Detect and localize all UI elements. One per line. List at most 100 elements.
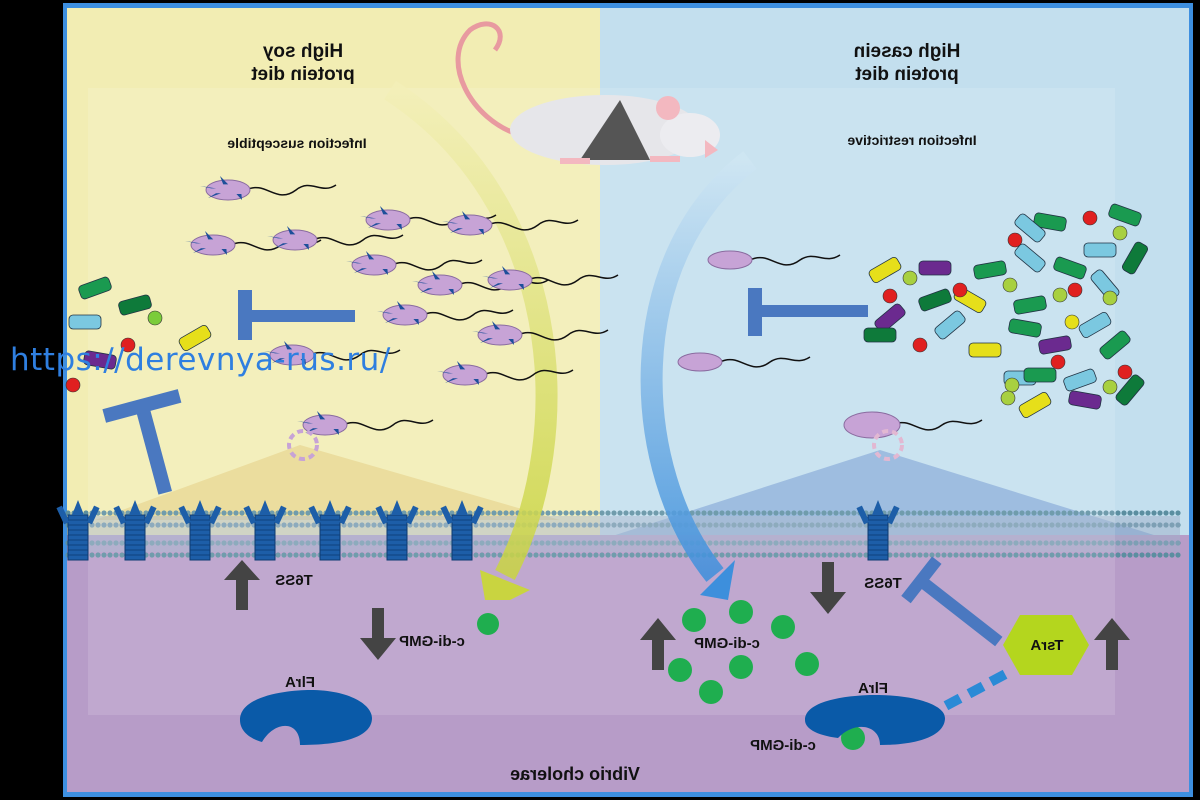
- vibrio-bacterium-icon: [264, 341, 401, 366]
- tsra-icon: [1003, 615, 1089, 675]
- lipid: [299, 552, 305, 558]
- right-flow-arrow: [640, 151, 757, 582]
- lipid: [497, 510, 503, 516]
- lipid: [929, 510, 935, 516]
- lipid: [785, 510, 791, 516]
- left-title-1: High soy: [262, 41, 343, 62]
- lipid: [1127, 510, 1133, 516]
- lipid: [635, 510, 641, 516]
- right-title-2: protein diet: [855, 64, 959, 85]
- lipid: [479, 552, 485, 558]
- left-subtitle: Infection susceptible: [227, 135, 366, 151]
- lipid: [359, 552, 365, 558]
- vibrio-bacterium-icon: [707, 250, 841, 270]
- lipid: [959, 552, 965, 558]
- t6ss-channel-icon: [56, 500, 100, 561]
- commensal-bacterium-icon: [918, 260, 952, 276]
- lipid: [713, 552, 719, 558]
- lipid: [671, 552, 677, 558]
- lipid: [743, 510, 749, 516]
- commensal-bacterium-icon: [1122, 241, 1148, 275]
- left-t6ss-label: T6SS: [275, 572, 313, 589]
- lipid: [797, 552, 803, 558]
- lipid: [437, 510, 443, 516]
- lipid: [563, 510, 569, 516]
- lipid: [233, 552, 239, 558]
- commensal-coccus-icon: [1082, 210, 1098, 226]
- lipid: [785, 552, 791, 558]
- lipid: [1091, 510, 1097, 516]
- lipid: [545, 552, 551, 558]
- lipid: [1103, 552, 1109, 558]
- commensal-bacterium-icon: [1108, 203, 1142, 227]
- lipid: [647, 510, 653, 516]
- lipid: [539, 552, 545, 558]
- vibrio-bacterium-icon: [472, 321, 609, 346]
- commensal-coccus-icon: [1007, 232, 1023, 248]
- cdigmp-dots: [477, 600, 865, 750]
- vibrio-bacterium-icon: [437, 361, 574, 386]
- lipid: [701, 510, 707, 516]
- commensal-coccus-icon: [1102, 379, 1118, 395]
- right-t6ss-label: T6SS: [864, 575, 902, 592]
- t6ss-channel-icon: [440, 500, 484, 561]
- lipid: [605, 510, 611, 516]
- lipid: [665, 552, 671, 558]
- cdigmp-down-arrow-icon: [360, 608, 396, 660]
- lipid: [359, 510, 365, 516]
- vibrio-bacterium-icon: [185, 231, 322, 256]
- lipid: [179, 552, 185, 558]
- lipid: [857, 552, 863, 558]
- lipid: [83, 510, 89, 516]
- lipid: [575, 552, 581, 558]
- lipid: [413, 552, 419, 558]
- lipid: [149, 552, 155, 558]
- lipid: [551, 552, 557, 558]
- lipid: [851, 510, 857, 516]
- lipid: [809, 552, 815, 558]
- lipid: [425, 510, 431, 516]
- lipid: [1157, 510, 1163, 516]
- lipid: [1073, 510, 1079, 516]
- lipid: [1079, 552, 1085, 558]
- commensal-bacterium-icon: [1099, 330, 1131, 360]
- lipid: [947, 510, 953, 516]
- commensal-bacterium-icon: [968, 342, 1002, 358]
- lipid: [1163, 552, 1169, 558]
- lipid: [419, 552, 425, 558]
- lipid: [419, 510, 425, 516]
- lipid: [899, 510, 905, 516]
- t6ss-up-arrow-icon: [224, 560, 260, 610]
- commensal-bacterium-icon: [1038, 335, 1072, 355]
- commensal-bacterium-icon: [118, 294, 152, 316]
- tsra-label: TsrA: [1030, 637, 1063, 654]
- lipid: [803, 552, 809, 558]
- t6ss-channel-icon: [113, 500, 157, 561]
- lipid: [905, 510, 911, 516]
- lipid: [239, 510, 245, 516]
- lipid: [1079, 510, 1085, 516]
- lipid: [155, 552, 161, 558]
- lipid: [1025, 552, 1031, 558]
- lipid: [755, 510, 761, 516]
- lipid: [653, 510, 659, 516]
- lipid: [1145, 552, 1151, 558]
- commensal-bacterium-icon: [1014, 243, 1046, 273]
- lipid: [929, 552, 935, 558]
- lipid: [803, 510, 809, 516]
- commensal-bacterium-icon: [1013, 295, 1047, 315]
- lipid: [1055, 510, 1061, 516]
- lipid: [581, 510, 587, 516]
- lipid: [377, 552, 383, 558]
- right-flra-label: FlrA: [858, 680, 888, 697]
- lipid: [101, 510, 107, 516]
- lipid: [1175, 552, 1181, 558]
- lipid: [779, 510, 785, 516]
- vibrio-bacterium-icon: [200, 176, 337, 201]
- lipid: [437, 552, 443, 558]
- commensal-bacterium-icon: [973, 260, 1007, 280]
- t6ss-channel-icon: [178, 500, 222, 561]
- lipid: [467, 510, 473, 516]
- flra-right-icon: [805, 695, 945, 745]
